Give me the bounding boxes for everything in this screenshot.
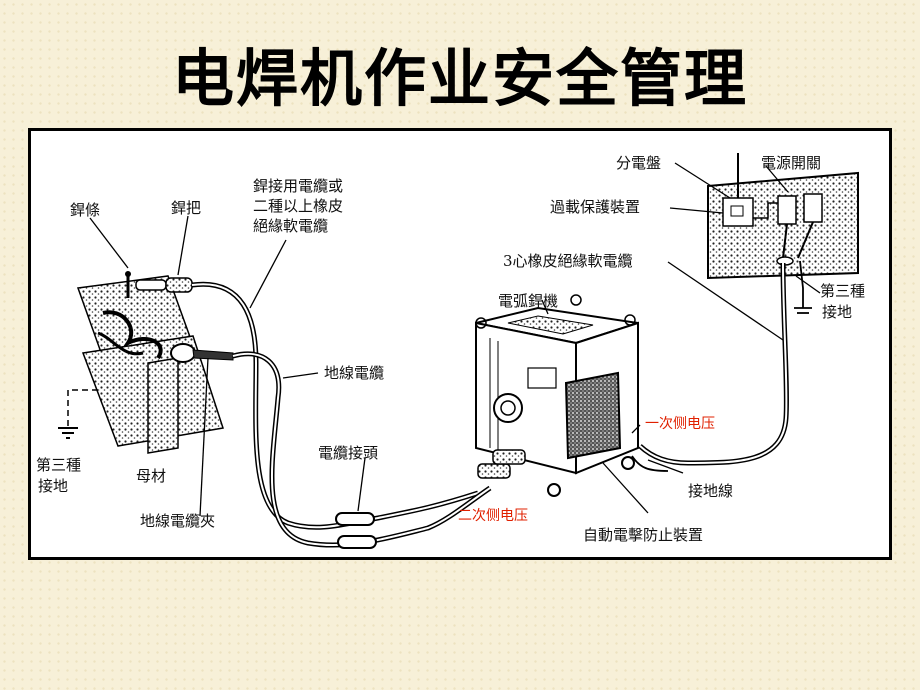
label-third-ground-left-1: 第三種 (36, 456, 81, 474)
label-cable-line2: 二種以上橡皮 (253, 197, 343, 215)
label-holder: 銲把 (171, 199, 201, 217)
label-cable-joint: 電纜接頭 (318, 444, 378, 462)
label-electrode: 銲條 (70, 201, 100, 219)
slide-title: 电焊机作业安全管理 (171, 42, 748, 115)
label-base-metal: 母材 (136, 467, 166, 485)
welding-cables (191, 281, 492, 548)
label-distribution-panel: 分電盤 (616, 154, 661, 172)
label-primary-voltage: 一次侧电压 (645, 416, 715, 432)
diagram-labels: 銲條 銲把 銲接用電纜或 二種以上橡皮 絕緣軟電纜 分電盤 電源開關 過載保護裝… (36, 154, 865, 544)
label-ground-cable: 地線電纜 (324, 364, 384, 382)
label-third-ground-right-2: 接地 (822, 303, 852, 321)
label-grounding-wire: 接地線 (688, 482, 733, 500)
label-anti-shock-device: 自動電擊防止裝置 (583, 526, 703, 544)
base-metal-plates (76, 275, 224, 454)
leader-lines (89, 162, 821, 517)
welding-diagram: 銲條 銲把 銲接用電纜或 二種以上橡皮 絕緣軟電纜 分電盤 電源開關 過載保護裝… (36, 153, 865, 549)
label-cable-line1: 銲接用電纜或 (253, 177, 343, 195)
label-third-ground-left-2: 接地 (38, 477, 68, 495)
label-secondary-voltage: 二次侧电压 (458, 508, 528, 524)
label-power-switch: 電源開關 (761, 154, 821, 172)
label-cable-line3: 絕緣軟電纜 (253, 217, 328, 235)
left-ground-symbol (58, 389, 98, 439)
label-arc-welder: 電弧銲機 (498, 292, 558, 310)
electrode-holder (125, 271, 193, 298)
arc-welder (475, 294, 639, 497)
power-cable (638, 262, 789, 466)
label-overload-protection: 過載保護裝置 (550, 198, 640, 216)
cable-joints (335, 512, 377, 549)
secondary-terminals (477, 449, 526, 479)
label-ground-clamp: 地線電纜夾 (140, 512, 215, 530)
distribution-panel (707, 153, 859, 280)
label-third-ground-right-1: 第三種 (820, 282, 865, 300)
grounding-wire (631, 260, 812, 472)
label-three-core-cable: 3心橡皮絕緣軟電纜 (503, 252, 633, 270)
ground-clamp (170, 343, 234, 363)
